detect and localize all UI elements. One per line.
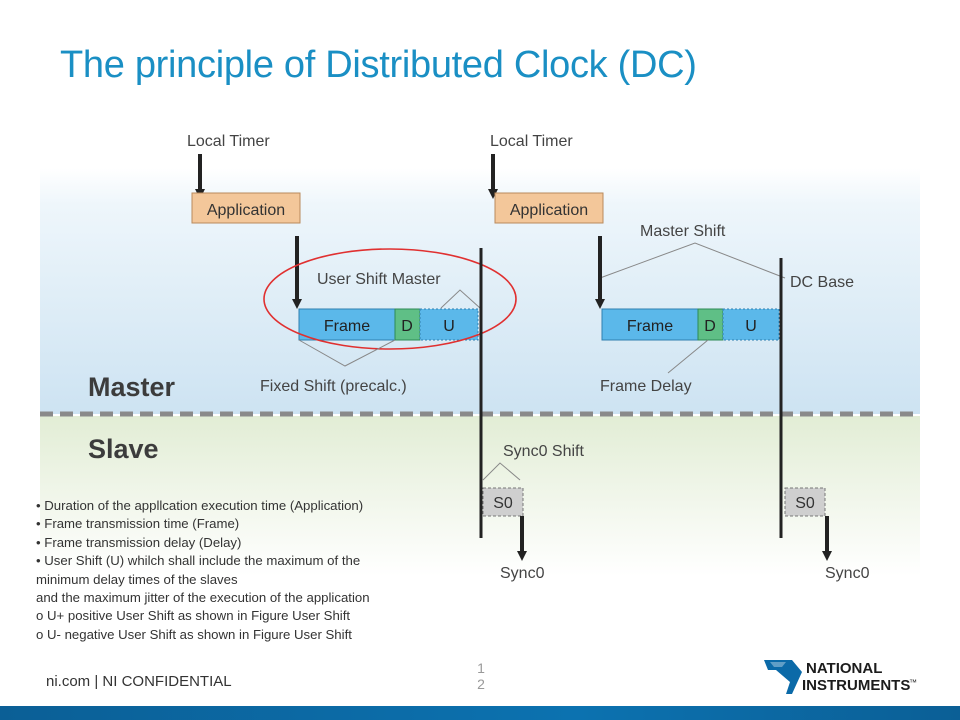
- left-local-timer-label: Local Timer: [187, 133, 270, 150]
- left-frame-label: Frame: [324, 318, 370, 335]
- ni-eagle-wing-icon: [770, 662, 786, 667]
- slave-label: Slave: [88, 434, 159, 464]
- left-application-box: [191, 192, 301, 224]
- left-sync0-shift-label: Sync0 Shift: [503, 443, 584, 460]
- user-shift-highlight-circle: [263, 248, 517, 350]
- right-frame-box: [601, 308, 699, 341]
- right-dc-base-label: DC Base: [790, 274, 854, 291]
- right-s0-box: [784, 487, 826, 517]
- left-sync0-label: Sync0: [500, 565, 545, 582]
- right-master-shift-label: Master Shift: [640, 223, 726, 240]
- left-delay-box: [394, 308, 421, 341]
- bullet-item: and the maximum jitter of the execution …: [36, 590, 370, 606]
- right-frame-delay-pointer: [667, 339, 709, 374]
- bullet-item: • Frame transmission time (Frame): [36, 516, 240, 532]
- logo-national: NATIONAL: [806, 660, 882, 677]
- left-s0-label: S0: [493, 495, 513, 512]
- left-user-shift-box: [419, 308, 479, 341]
- right-delay-label: D: [704, 318, 716, 335]
- right-application-box: [494, 192, 604, 224]
- right-s0-label: S0: [795, 495, 815, 512]
- left-application-label: Application: [207, 202, 285, 219]
- bullet-item: • User Shift (U) whilch shall include th…: [36, 553, 361, 569]
- right-user-shift-box: [722, 308, 780, 341]
- left-fixed-shift-label: Fixed Shift (precalc.): [260, 378, 407, 395]
- master-label: Master: [88, 372, 176, 402]
- right-user-shift-label: U: [745, 318, 757, 335]
- slide-title: The principle of Distributed Clock (DC): [60, 44, 697, 86]
- bullet-item: • Duration of the appllcation execution …: [36, 498, 364, 513]
- bullet-item: minimum delay times of the slaves: [36, 571, 238, 587]
- left-frame-box: [298, 308, 396, 341]
- left-user-shift-bracket: [440, 289, 481, 309]
- right-delay-box: [697, 308, 724, 341]
- right-sync0-label: Sync0: [825, 565, 870, 582]
- left-delay-label: D: [401, 318, 413, 335]
- left-user-shift-label: U: [443, 318, 455, 335]
- left-s0-box: [482, 487, 524, 517]
- page-number-line: 2: [477, 676, 485, 692]
- logo-instruments: INSTRUMENTS: [802, 677, 910, 694]
- right-frame-delay-label: Frame Delay: [600, 378, 692, 395]
- right-application-label: Application: [510, 202, 588, 219]
- logo-trademark: ™: [909, 678, 917, 687]
- bullet-item: • Frame transmission delay (Delay): [36, 534, 242, 550]
- footer-confidential: ni.com | NI CONFIDENTIAL: [46, 673, 232, 690]
- page-number-line: 1: [477, 660, 485, 676]
- bullet-item: o U+ positive User Shift as shown in Fig…: [36, 608, 351, 624]
- ni-eagle-icon: [764, 660, 802, 694]
- left-fixed-shift-bracket: [298, 339, 396, 367]
- bullet-list: • Duration of the appllcation execution …: [36, 497, 506, 644]
- right-frame-label: Frame: [627, 318, 673, 335]
- right-local-timer-label: Local Timer: [490, 133, 573, 150]
- left-sync0-shift-bracket: [482, 462, 521, 481]
- footer-bar: [0, 706, 960, 720]
- left-user-shift-master-label: User Shift Master: [317, 271, 441, 288]
- dc-diagram: Master Slave Local Timer Application Use…: [40, 133, 920, 582]
- national-instruments-logo: NATIONAL INSTRUMENTS ™: [764, 660, 917, 694]
- right-master-shift-bracket: [599, 242, 786, 279]
- bullet-item: o U- negative User Shift as shown in Fig…: [36, 626, 352, 642]
- page-number: 1 2: [474, 660, 488, 692]
